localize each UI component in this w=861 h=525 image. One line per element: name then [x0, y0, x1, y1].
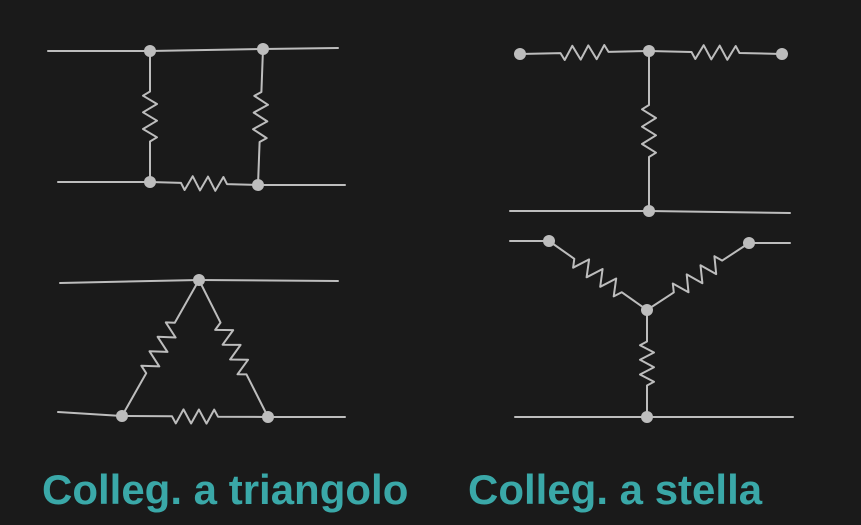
- resistors: [121, 44, 783, 425]
- tr-node-center: [643, 45, 655, 57]
- caption-star-connection: Colleg. a stella: [468, 466, 763, 513]
- tr-node-right-terminal: [776, 48, 788, 60]
- nodes: [116, 43, 788, 423]
- tl-resistor-bottom: [149, 175, 259, 192]
- tr-node-left-terminal: [514, 48, 526, 60]
- tl-node-bottom-right: [252, 179, 264, 191]
- br-node-right-terminal: [743, 237, 755, 249]
- tl-node-top-right: [257, 43, 269, 55]
- tr-resistor-vertical: [641, 51, 657, 211]
- tl-top-wire-mid: [149, 48, 264, 52]
- wires: [47, 47, 794, 418]
- bl-resistor-bottom: [121, 408, 269, 425]
- bl-top-wire-right: [198, 279, 339, 282]
- bl-resistor-right: [198, 279, 269, 418]
- tr-resistor-left: [519, 44, 650, 61]
- bl-node-bottom-left: [116, 410, 128, 422]
- caption-triangle-connection: Colleg. a triangolo: [42, 466, 409, 513]
- tl-resistor-left: [142, 51, 158, 182]
- bl-node-bottom-right: [262, 411, 274, 423]
- tl-resistor-right: [252, 48, 269, 186]
- br-resistor-left: [548, 240, 648, 311]
- tr-resistor-right: [648, 44, 783, 61]
- tl-top-wire-right: [262, 47, 339, 50]
- br-resistor-vertical: [639, 310, 655, 417]
- br-resistor-right: [646, 242, 750, 311]
- br-node-bottom: [641, 411, 653, 423]
- br-node-star-center: [641, 304, 653, 316]
- bl-resistor-left: [121, 279, 200, 417]
- tl-node-top-left: [144, 45, 156, 57]
- bl-bottom-wire-left: [57, 411, 123, 417]
- tl-node-bottom-left: [144, 176, 156, 188]
- tr-node-bottom: [643, 205, 655, 217]
- br-node-left-terminal: [543, 235, 555, 247]
- bl-node-top: [193, 274, 205, 286]
- bl-top-wire-left: [59, 279, 200, 284]
- tr-bottom-wire-right: [648, 210, 791, 214]
